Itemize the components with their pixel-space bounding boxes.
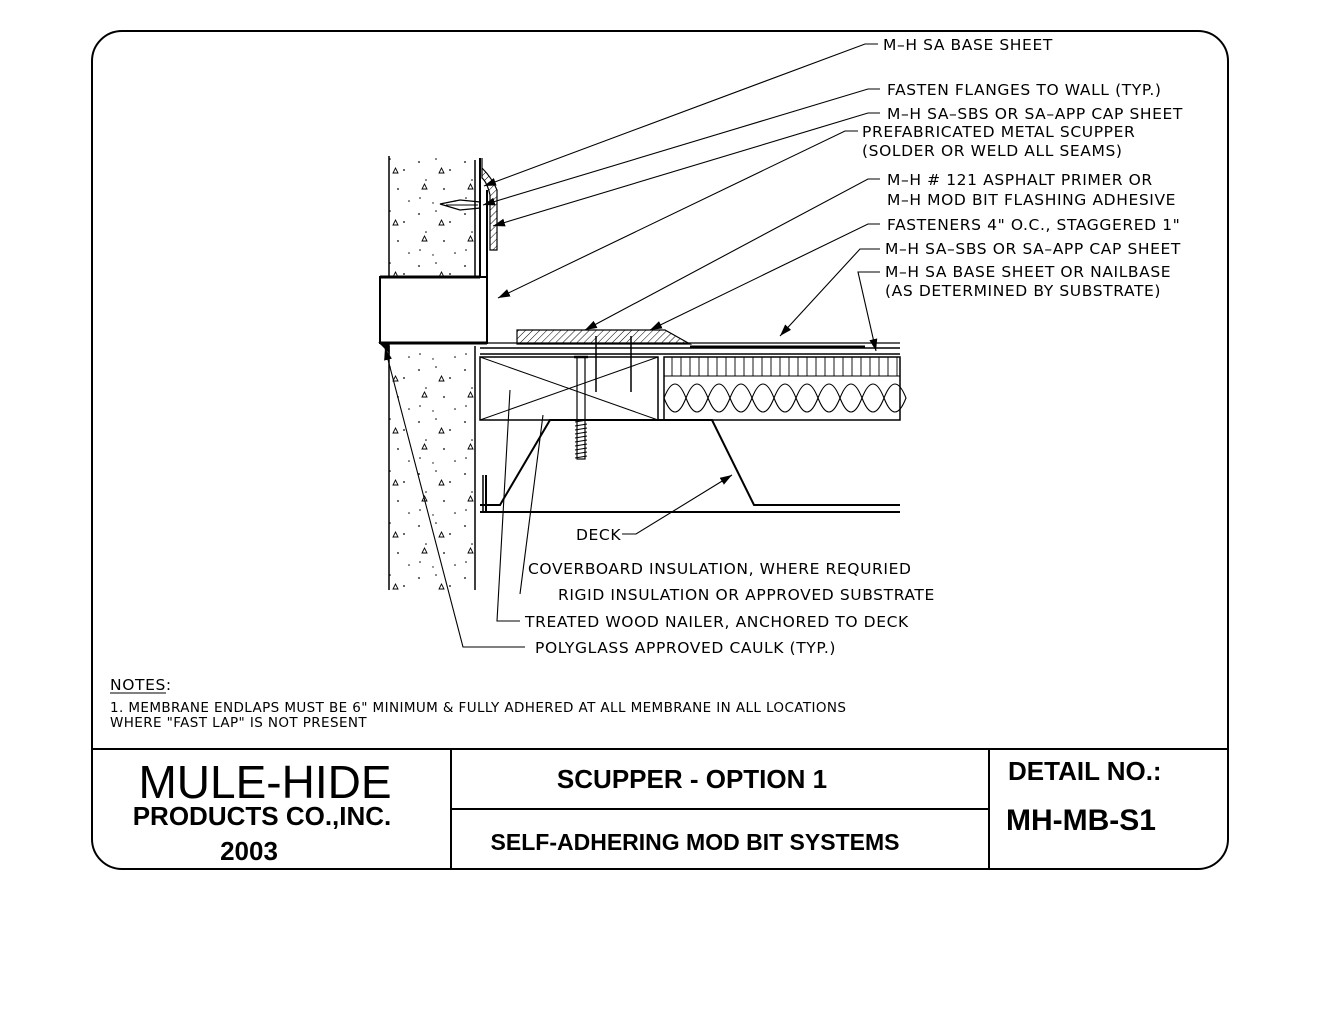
metal-scupper <box>379 276 488 344</box>
drawing-title: SCUPPER - OPTION 1 <box>557 764 827 794</box>
label-deck: DECK <box>576 526 621 544</box>
drawing-year: 2003 <box>220 836 278 866</box>
company-subtitle: PRODUCTS CO.,INC. <box>133 801 392 831</box>
label-primer-line1: M–H # 121 ASPHALT PRIMER OR <box>887 171 1153 189</box>
notes-section: NOTES: 1. MEMBRANE ENDLAPS MUST BE 6" MI… <box>110 676 846 731</box>
label-wood-nailer: TREATED WOOD NAILER, ANCHORED TO DECK <box>524 613 909 631</box>
detail-number-label: DETAIL NO.: <box>1008 756 1162 786</box>
caulk-bead <box>378 342 390 354</box>
notes-heading: NOTES: <box>110 676 172 694</box>
callout-labels: M–H SA BASE SHEET FASTEN FLANGES TO WALL… <box>524 36 1183 657</box>
note-line-1: 1. MEMBRANE ENDLAPS MUST BE 6" MINIMUM &… <box>110 700 846 716</box>
concrete-wall-upper <box>389 156 475 276</box>
label-caulk: POLYGLASS APPROVED CAULK (TYP.) <box>535 639 836 657</box>
label-scupper-line2: (SOLDER OR WELD ALL SEAMS) <box>862 142 1123 160</box>
title-block-text: MULE-HIDE PRODUCTS CO.,INC. 2003 SCUPPER… <box>133 756 1162 866</box>
label-rigid-insulation: RIGID INSULATION OR APPROVED SUBSTRATE <box>558 586 935 604</box>
section-detail <box>378 156 907 590</box>
roof-flashing-strip <box>516 329 693 345</box>
label-base-sheet: M–H SA BASE SHEET <box>883 36 1053 54</box>
label-fasteners: FASTENERS 4" O.C., STAGGERED 1" <box>887 216 1180 234</box>
label-cap-sheet-top: M–H SA–SBS OR SA–APP CAP SHEET <box>887 105 1183 123</box>
label-coverboard: COVERBOARD INSULATION, WHERE REQURIED <box>528 560 912 578</box>
label-cap-sheet-field: M–H SA–SBS OR SA–APP CAP SHEET <box>885 240 1181 258</box>
label-scupper-line1: PREFABRICATED METAL SCUPPER <box>862 123 1135 141</box>
label-base-nailbase-line2: (AS DETERMINED BY SUBSTRATE) <box>885 282 1161 300</box>
detail-number: MH-MB-S1 <box>1006 804 1156 837</box>
drawing-border <box>91 30 1229 870</box>
metal-deck <box>480 475 900 513</box>
label-fasten-flanges: FASTEN FLANGES TO WALL (TYP.) <box>887 81 1162 99</box>
label-base-nailbase-line1: M–H SA BASE SHEET OR NAILBASE <box>885 263 1171 281</box>
wall-fastener <box>439 199 481 211</box>
title-block <box>92 748 1228 869</box>
concrete-wall-lower <box>389 346 475 590</box>
wall-flashing-membrane <box>481 158 498 251</box>
anchor-bolt <box>576 356 586 460</box>
drawing-subtitle: SELF-ADHERING MOD BIT SYSTEMS <box>491 829 900 855</box>
leader-lines <box>384 43 880 648</box>
rigid-insulation <box>663 356 901 421</box>
label-primer-line2: M–H MOD BIT FLASHING ADHESIVE <box>887 191 1176 209</box>
company-name: MULE-HIDE <box>138 756 391 808</box>
note-line-2: WHERE "FAST LAP" IS NOT PRESENT <box>110 715 367 731</box>
